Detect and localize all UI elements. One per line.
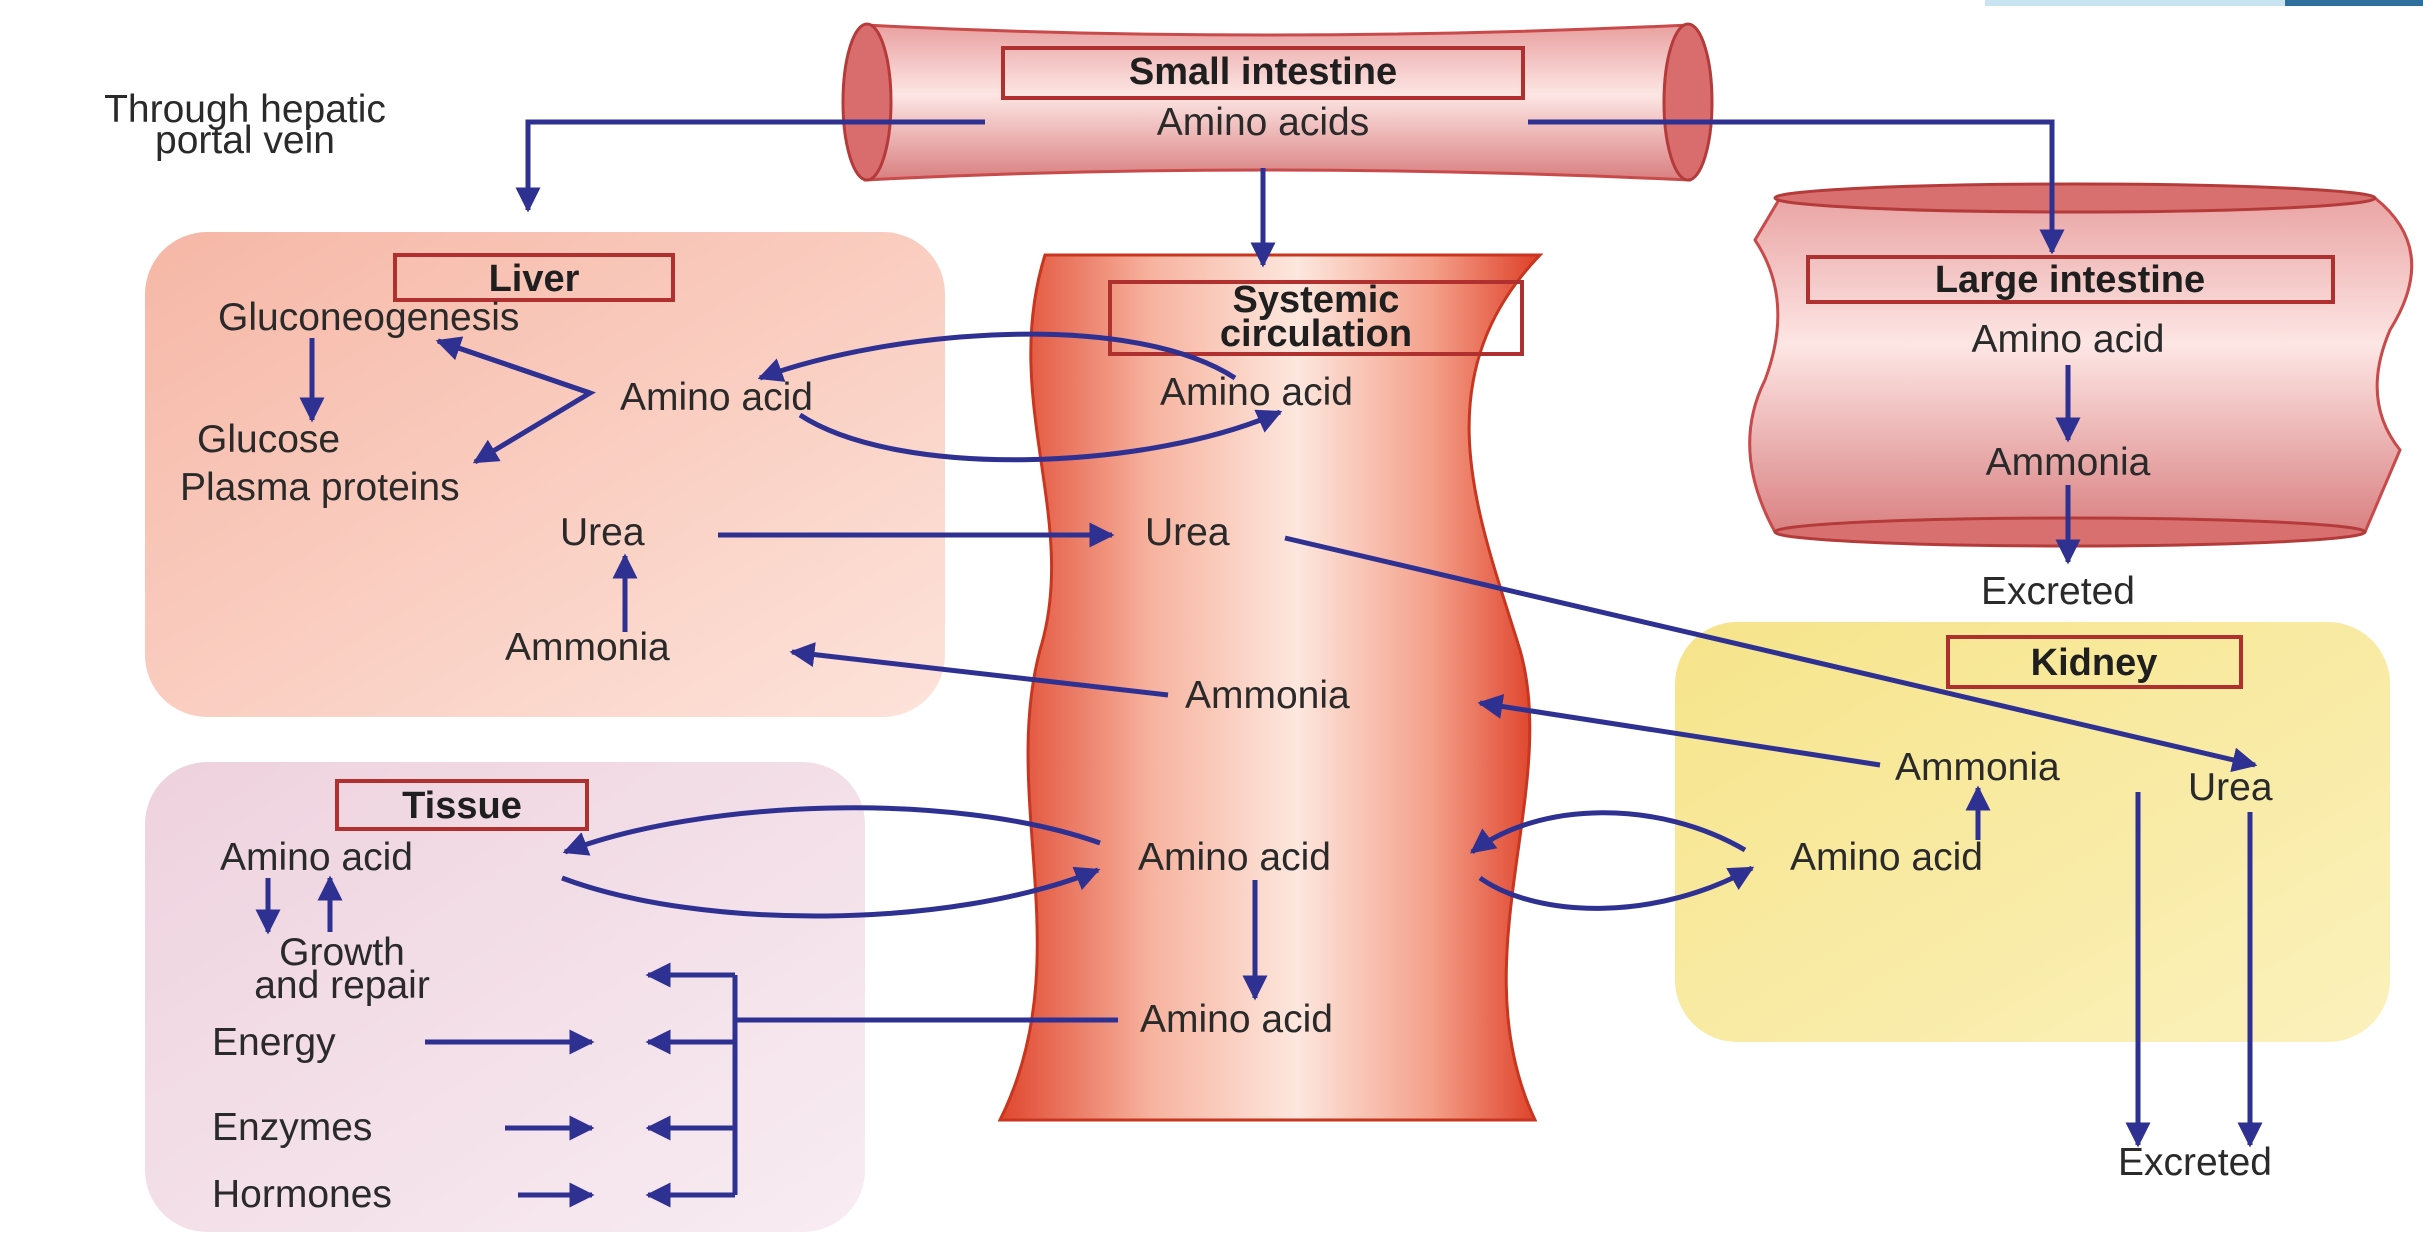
small-intestine-right-end (1664, 24, 1712, 180)
tissue-hormones: Hormones (212, 1173, 392, 1216)
liver-gluconeogenesis: Gluconeogenesis (218, 296, 519, 339)
portal-vein-note-line2: portal vein (155, 119, 335, 162)
systemic-circulation-title-line2: circulation (1220, 313, 1412, 355)
small-intestine-left-end (843, 24, 891, 180)
large-intestine-top-rim (1775, 184, 2375, 212)
systemic-amino-acid-bottom: Amino acid (1140, 998, 1333, 1041)
corner-decoration-light (1985, 0, 2285, 6)
tissue-amino-acid: Amino acid (220, 836, 413, 879)
liver-title: Liver (489, 258, 580, 300)
large-intestine-ammonia: Ammonia (1986, 441, 2151, 484)
tissue-enzymes: Enzymes (212, 1106, 372, 1149)
large-intestine-amino-acid: Amino acid (1972, 318, 2165, 361)
liver-glucose: Glucose (197, 418, 340, 461)
tissue-panel (145, 762, 865, 1232)
kidney-ammonia: Ammonia (1895, 746, 2060, 789)
large-intestine-title: Large intestine (1935, 259, 2205, 301)
kidney-excreted: Excreted (2118, 1141, 2272, 1184)
systemic-amino-acid-top: Amino acid (1160, 371, 1353, 414)
small-intestine-title: Small intestine (1129, 51, 1397, 93)
kidney-urea: Urea (2188, 766, 2273, 809)
kidney-amino-acid: Amino acid (1790, 836, 1983, 879)
systemic-ammonia: Ammonia (1185, 674, 1350, 717)
kidney-title: Kidney (2031, 642, 2158, 684)
large-intestine-excreted: Excreted (1981, 570, 2135, 613)
liver-ammonia: Ammonia (505, 626, 670, 669)
tissue-title: Tissue (402, 785, 522, 827)
systemic-amino-acid-mid: Amino acid (1138, 836, 1331, 879)
liver-amino-acid: Amino acid (620, 376, 813, 419)
liver-urea: Urea (560, 511, 645, 554)
tissue-growth-line2: and repair (254, 964, 430, 1007)
tissue-energy: Energy (212, 1021, 336, 1064)
corner-decoration-dark (2285, 0, 2423, 6)
small-intestine-amino-acids: Amino acids (1157, 101, 1369, 144)
systemic-urea: Urea (1145, 511, 1230, 554)
liver-plasma-proteins: Plasma proteins (180, 466, 460, 509)
